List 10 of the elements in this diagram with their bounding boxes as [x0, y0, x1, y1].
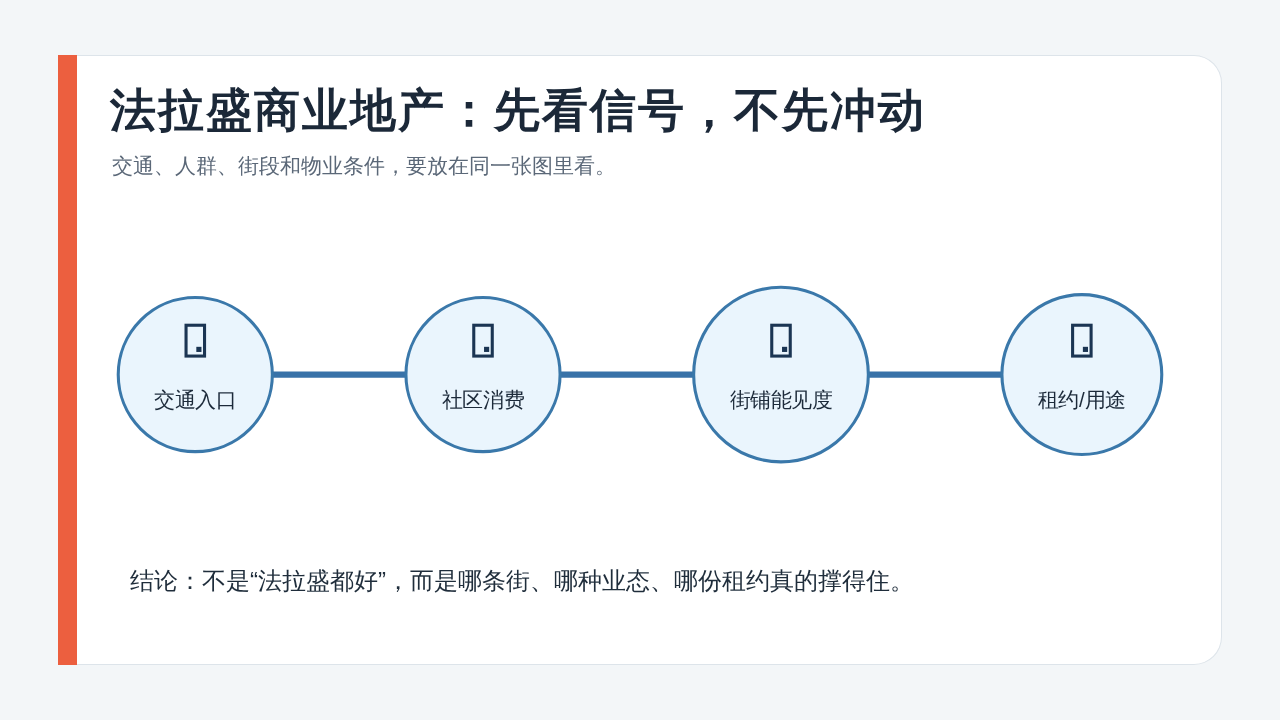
node-circle: 交通入口 [116, 296, 274, 454]
node-circle: 租约/用途 [1000, 293, 1164, 457]
conclusion-note: 结论：不是“法拉盛都好”，而是哪条街、哪种业态、哪份租约真的撑得住。 [130, 566, 914, 596]
connector [560, 371, 694, 379]
connector [272, 371, 406, 379]
node-circle: 街铺能见度 [692, 286, 870, 464]
title: 法拉盛商业地产：先看信号，不先冲动 [110, 83, 926, 138]
connector [868, 371, 1002, 379]
node-circle: 社区消费 [404, 296, 562, 454]
subtitle: 交通、人群、街段和物业条件，要放在同一张图里看。 [112, 153, 616, 179]
